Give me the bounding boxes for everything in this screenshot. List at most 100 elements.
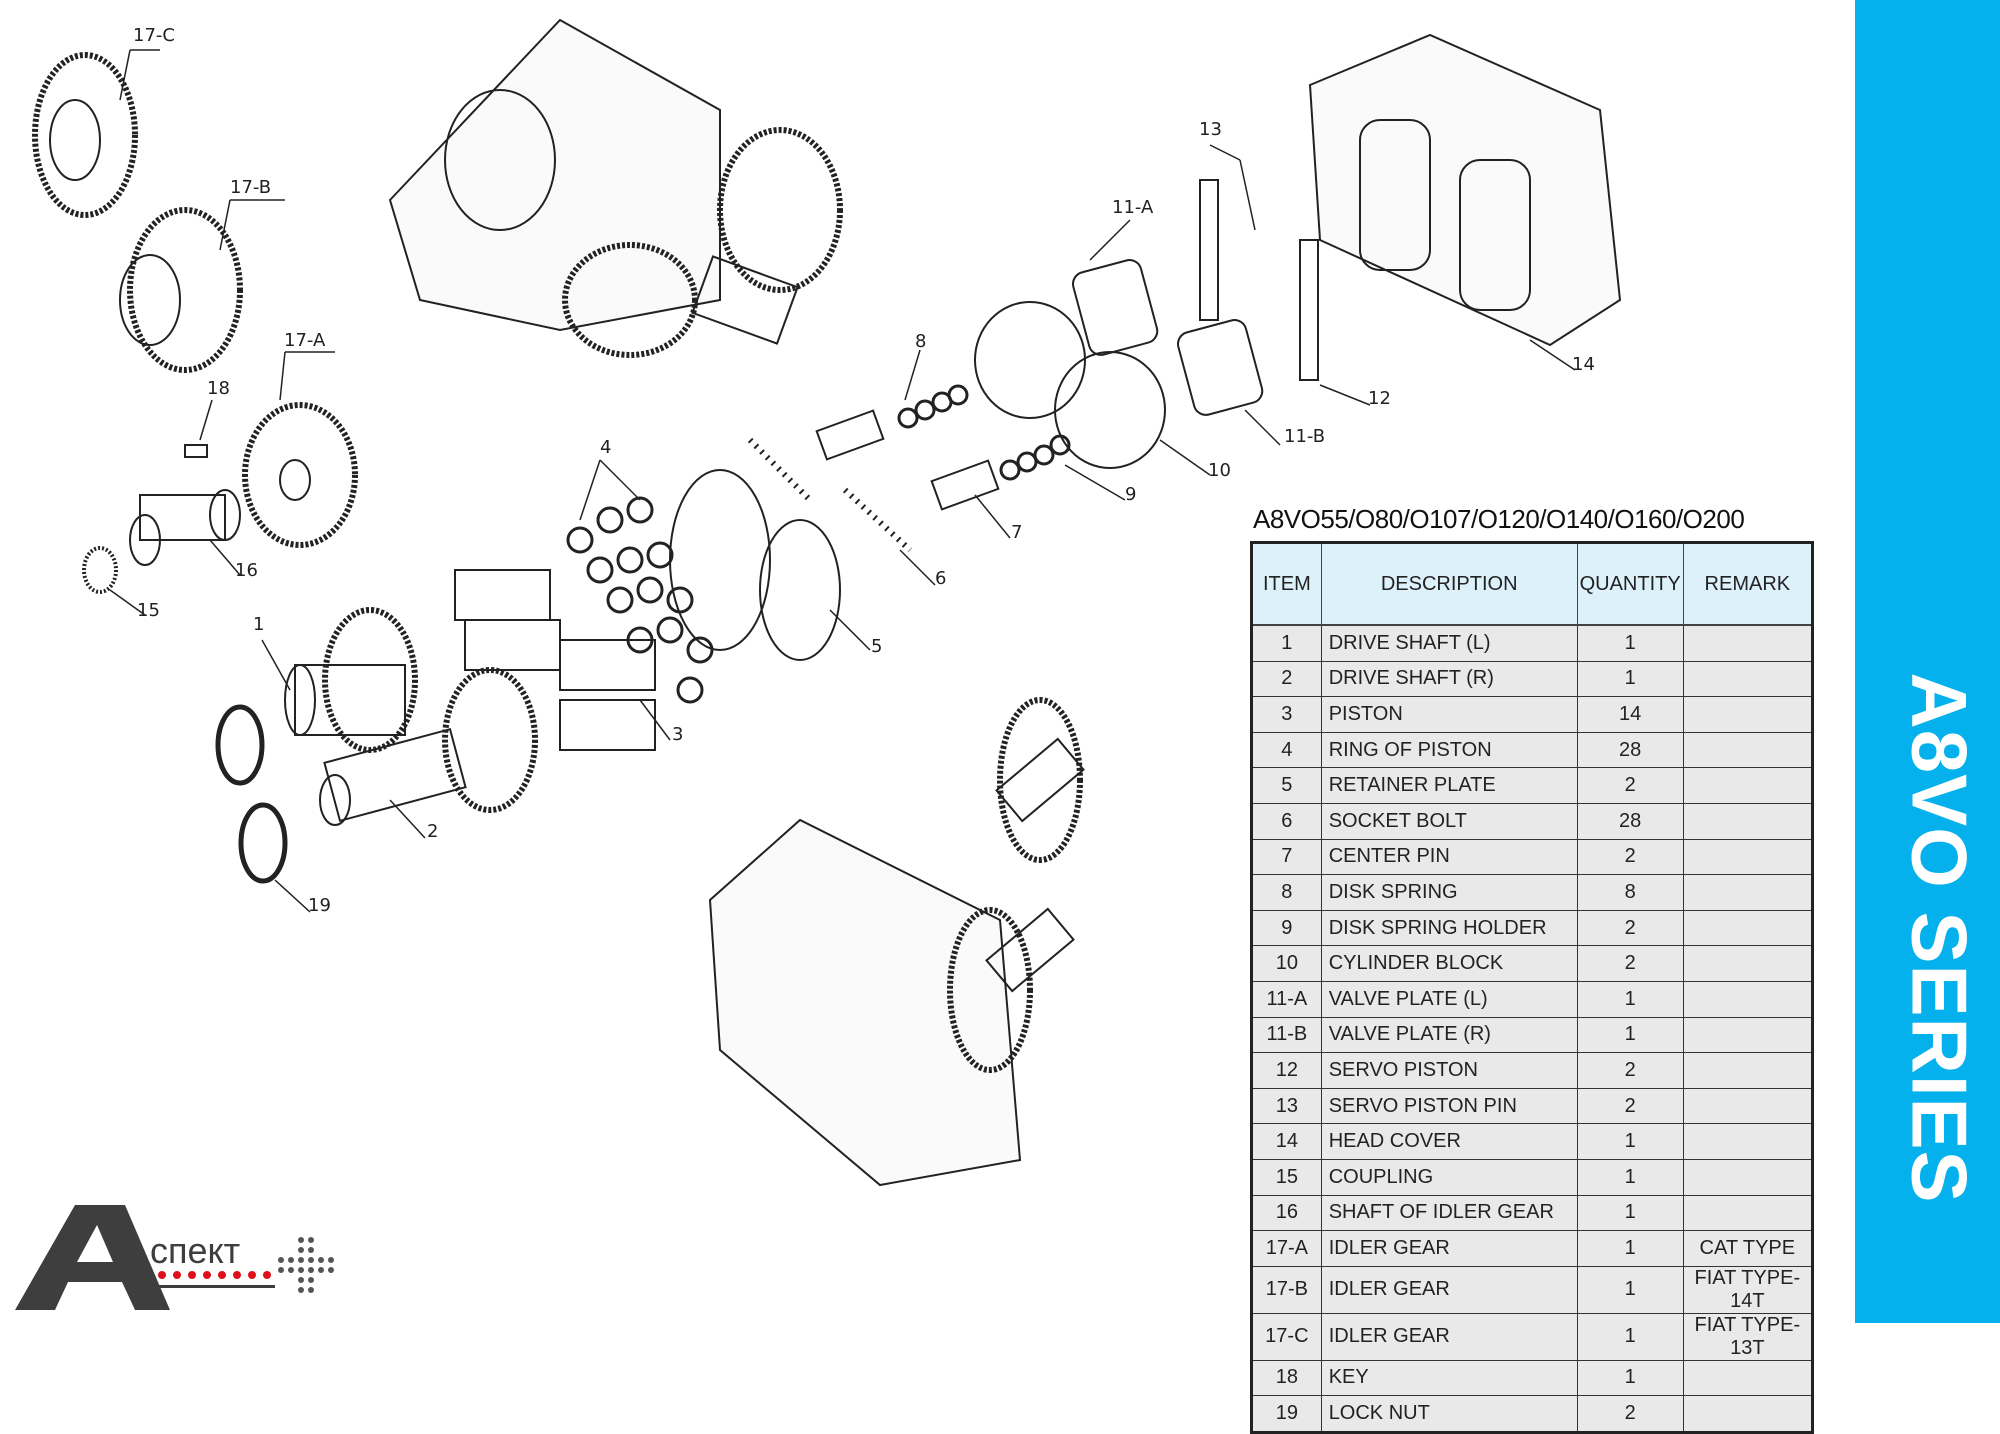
column-header-item: ITEM	[1251, 542, 1322, 626]
cell-quantity: 1	[1576, 1194, 1684, 1232]
column-header-quantity: QUANTITY	[1576, 542, 1684, 626]
cell-description: DISK SPRING HOLDER	[1320, 909, 1578, 947]
cell-remark	[1682, 909, 1814, 947]
cell-quantity: 1	[1576, 980, 1684, 1018]
cell-quantity: 1	[1576, 1359, 1684, 1397]
idler-gear-17b	[119, 207, 243, 373]
cell-remark	[1682, 802, 1814, 840]
pistons-3	[454, 569, 656, 751]
cell-item: 1	[1251, 624, 1322, 662]
cell-description: IDLER GEAR	[1320, 1230, 1578, 1267]
callout-7: 7	[1011, 522, 1023, 543]
cell-quantity: 2	[1576, 945, 1684, 982]
cell-item: 9	[1251, 909, 1322, 947]
callout-4: 4	[600, 437, 612, 458]
cell-remark	[1682, 767, 1814, 804]
cell-quantity: 1	[1576, 1123, 1684, 1160]
cell-remark: FIAT TYPE-13T	[1682, 1312, 1814, 1361]
callout-11b: 11-B	[1284, 426, 1326, 447]
callout-3: 3	[672, 724, 684, 745]
cell-item: 10	[1251, 945, 1322, 982]
cell-description: CENTER PIN	[1320, 838, 1578, 876]
cell-quantity: 1	[1576, 1312, 1684, 1361]
cell-item: 5	[1251, 767, 1322, 804]
cell-remark	[1682, 1123, 1814, 1160]
cell-quantity: 2	[1576, 1052, 1684, 1089]
cell-remark	[1682, 838, 1814, 876]
cell-remark	[1682, 1359, 1814, 1397]
cell-quantity: 14	[1576, 696, 1684, 733]
key-18	[184, 444, 208, 458]
cell-description: HEAD COVER	[1320, 1123, 1578, 1160]
pump-housing-bottom	[708, 818, 1022, 1187]
cell-item: 15	[1251, 1158, 1322, 1196]
cell-item: 17-B	[1251, 1265, 1322, 1314]
svg-text:спект: спект	[150, 1230, 240, 1271]
cell-description: RETAINER PLATE	[1320, 767, 1578, 804]
cell-quantity: 2	[1576, 1087, 1684, 1125]
cell-description: DRIVE SHAFT (L)	[1320, 624, 1578, 662]
servo-pistons-12	[1199, 179, 1319, 381]
series-label: A8VO SERIES	[1895, 672, 1984, 1204]
cell-description: IDLER GEAR	[1320, 1312, 1578, 1361]
cell-quantity: 2	[1576, 1395, 1684, 1433]
cell-item: 19	[1251, 1395, 1322, 1433]
cell-quantity: 1	[1576, 1230, 1684, 1267]
callout-16: 16	[235, 560, 258, 581]
model-title: A8VO55/O80/O107/O120/O140/O160/O200	[1253, 504, 1745, 534]
callout-19: 19	[308, 895, 331, 916]
cell-remark	[1682, 624, 1814, 662]
cell-remark	[1682, 874, 1814, 911]
column-header-remark: REMARK	[1682, 542, 1814, 626]
callout-6: 6	[935, 568, 947, 589]
cell-item: 11-A	[1251, 980, 1322, 1018]
cell-description: SERVO PISTON PIN	[1320, 1087, 1578, 1125]
callout-14: 14	[1572, 354, 1595, 375]
head-cover-14	[1308, 33, 1622, 347]
cell-quantity: 1	[1576, 624, 1684, 662]
cell-description: COUPLING	[1320, 1158, 1578, 1196]
cell-item: 3	[1251, 696, 1322, 733]
exploded-parts-diagram	[32, 18, 1622, 1187]
cell-description: SHAFT OF IDLER GEAR	[1320, 1194, 1578, 1232]
cell-remark	[1682, 1395, 1814, 1433]
cell-item: 16	[1251, 1194, 1322, 1232]
idler-shaft-16	[129, 489, 241, 566]
cell-description: IDLER GEAR	[1320, 1265, 1578, 1314]
callout-13: 13	[1199, 119, 1222, 140]
coupling-15	[82, 546, 118, 594]
cell-remark	[1682, 731, 1814, 769]
cell-remark	[1682, 696, 1814, 733]
cell-item: 14	[1251, 1123, 1322, 1160]
cell-quantity: 1	[1576, 1265, 1684, 1314]
cell-quantity: 28	[1576, 802, 1684, 840]
callout-5: 5	[871, 636, 883, 657]
cell-description: SERVO PISTON	[1320, 1052, 1578, 1089]
cell-remark	[1682, 660, 1814, 698]
cell-item: 17-A	[1251, 1230, 1322, 1267]
cell-item: 8	[1251, 874, 1322, 911]
cell-quantity: 2	[1576, 909, 1684, 947]
valve-plates-11	[1072, 259, 1264, 416]
callout-17a: 17-A	[284, 330, 326, 351]
cell-remark	[1682, 1016, 1814, 1054]
socket-bolts-6	[747, 437, 913, 553]
cell-description: RING OF PISTON	[1320, 731, 1578, 769]
cell-item: 12	[1251, 1052, 1322, 1089]
cell-item: 11-B	[1251, 1016, 1322, 1054]
callout-10: 10	[1208, 460, 1231, 481]
cell-item: 4	[1251, 731, 1322, 769]
